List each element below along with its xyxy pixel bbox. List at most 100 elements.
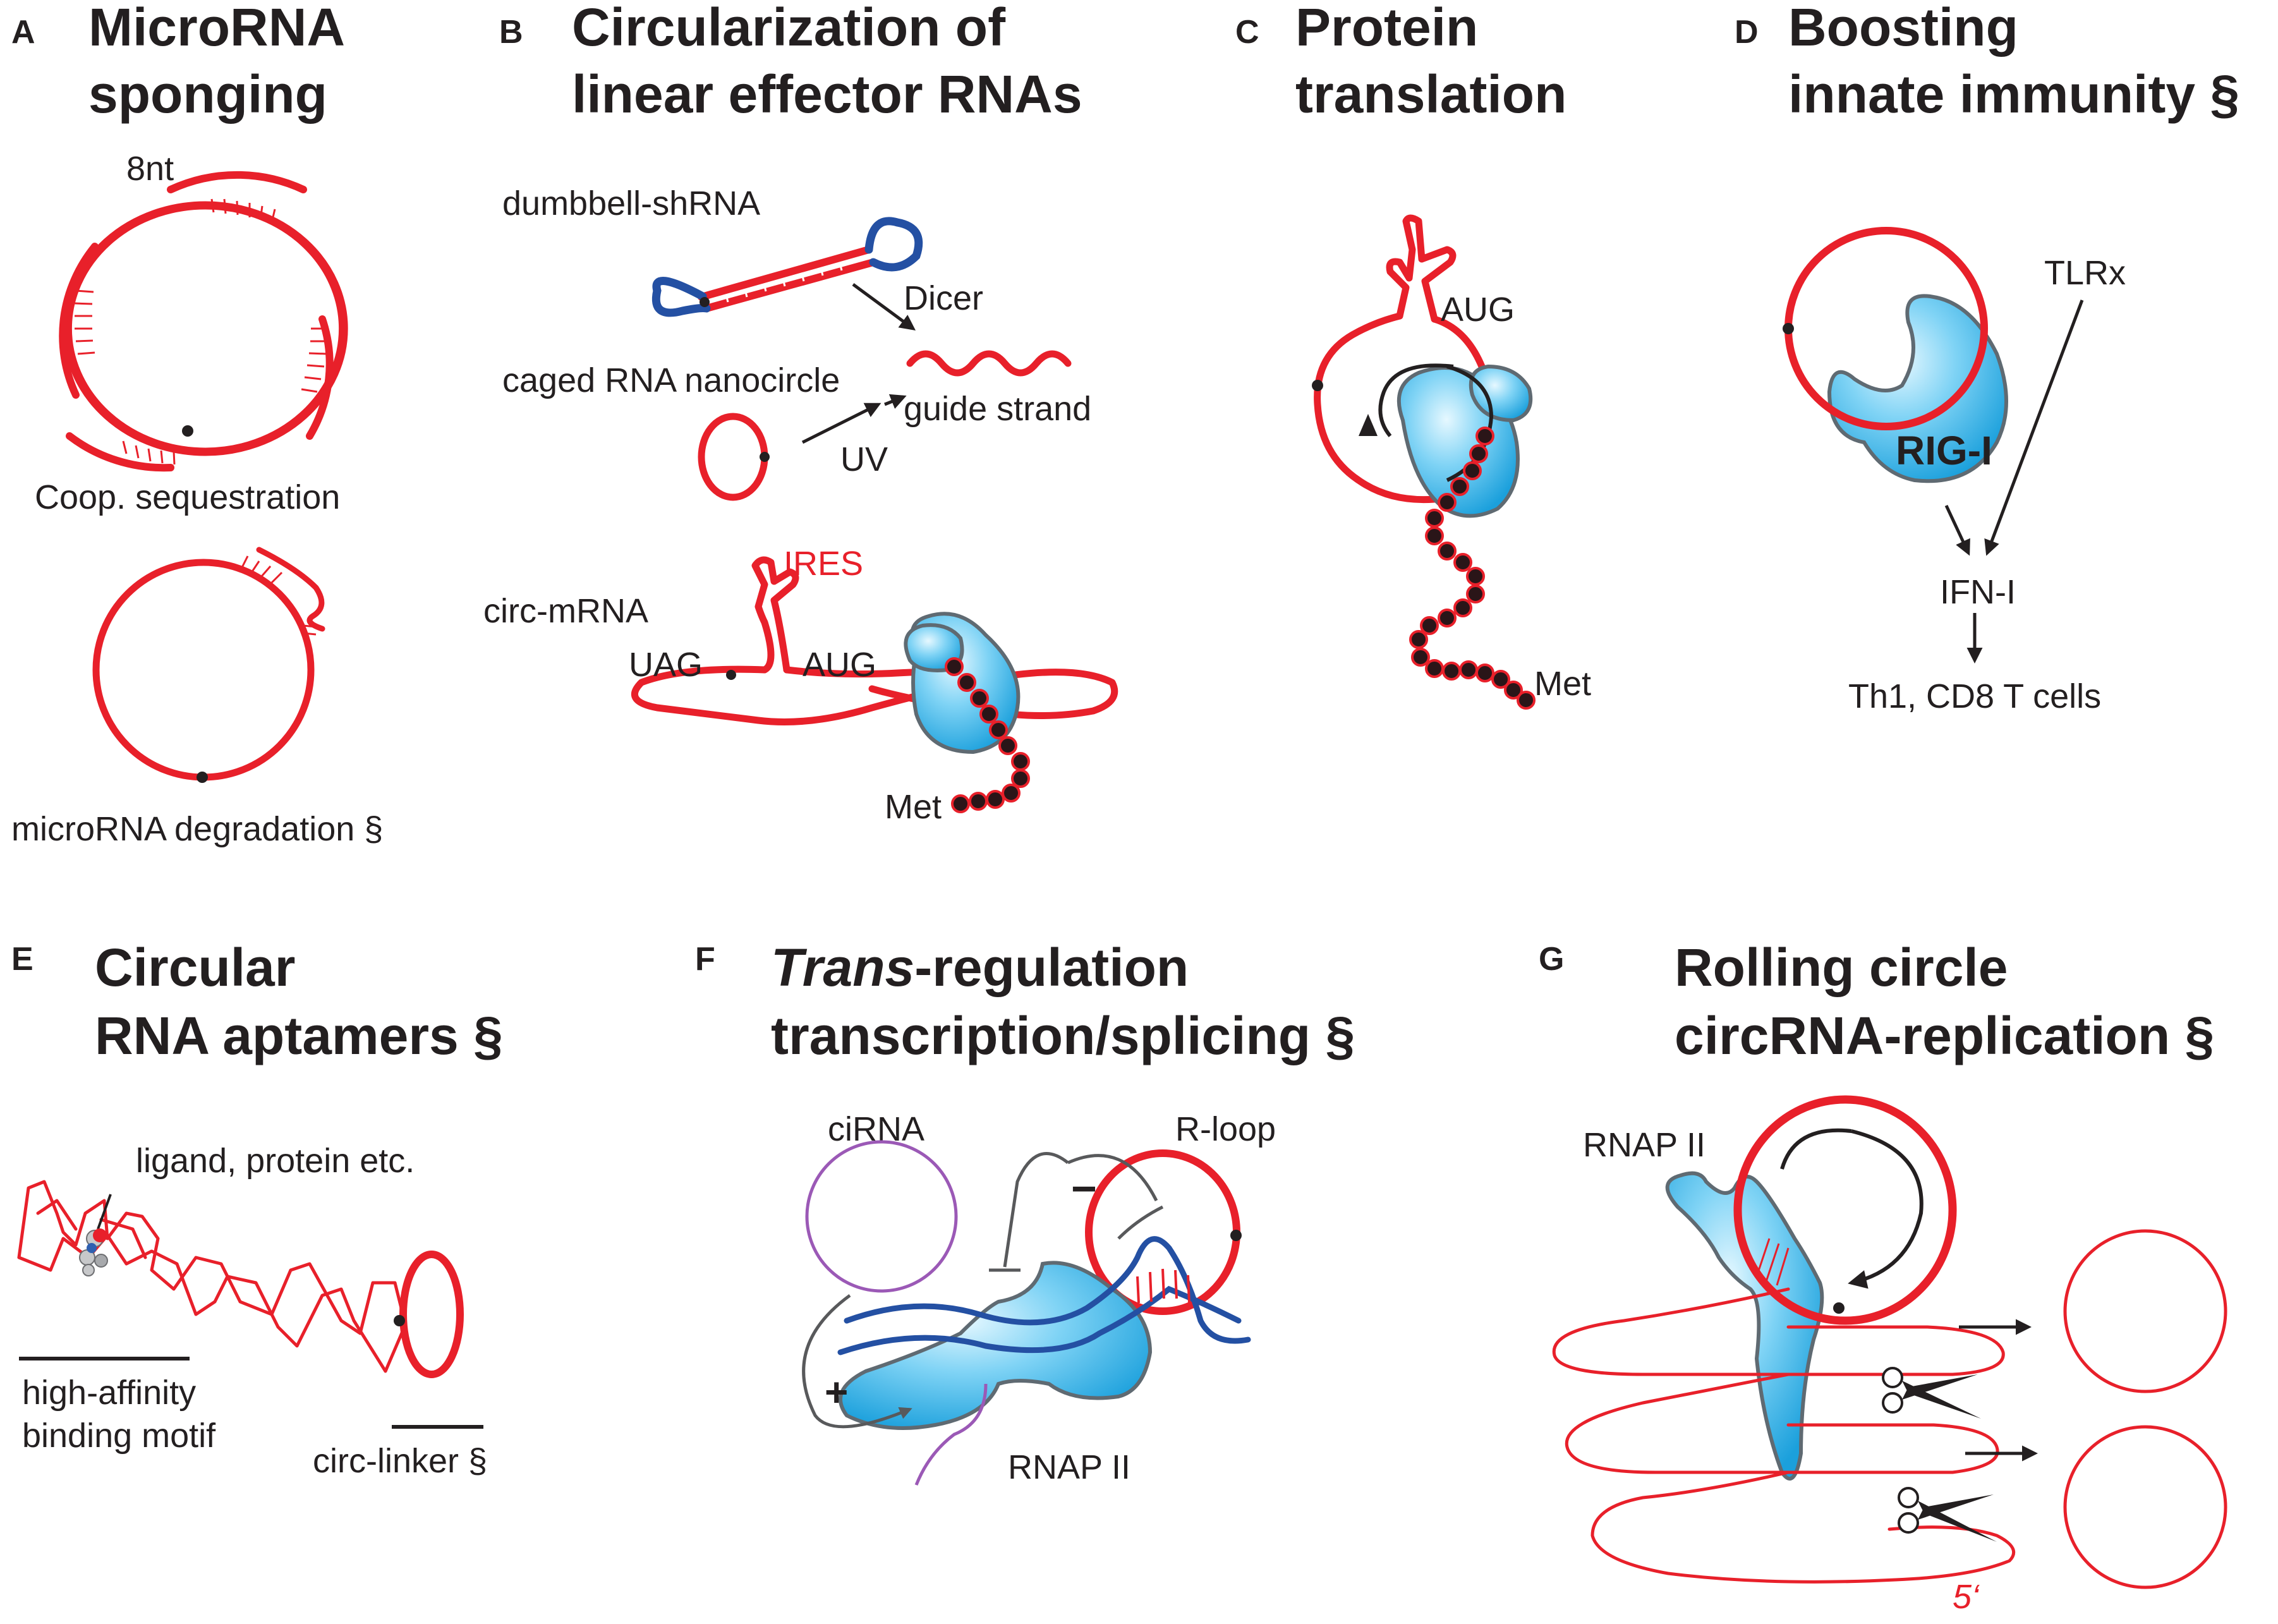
label-caged-rna-nanocircle: caged RNA nanocircle: [502, 361, 840, 399]
released-circrna: [2063, 1229, 2227, 1393]
label-motif-line1: high-affinity: [22, 1374, 196, 1412]
microrna-strand: [306, 315, 334, 440]
panel-b: B Circularization of linear effector RNA…: [483, 0, 1118, 826]
microrna-strand: [59, 243, 99, 399]
panel-c: C Protein translation AUG Met: [1235, 0, 1591, 710]
label-aug-c: AUG: [1441, 291, 1515, 329]
activation-arrow: [802, 1294, 912, 1429]
arrowhead: [1359, 414, 1378, 436]
label-circ-linker: circ-linker §: [313, 1442, 487, 1480]
panel-g-title-line1: Rolling circle: [1675, 938, 2008, 997]
microrna-strand: [256, 547, 325, 632]
circrna-degradation-ring: [92, 559, 315, 781]
panel-letter-b: B: [499, 14, 523, 51]
panel-a: A MicroRNA sponging 8nt Coop. sequestrat…: [11, 0, 383, 848]
base-pair-hatching: [74, 198, 329, 465]
dna-strand: [844, 1236, 1251, 1344]
rloop-base-pairs: [1136, 1268, 1190, 1304]
inhibition-line: [1003, 1152, 1164, 1268]
label-guide-strand: guide strand: [904, 390, 1091, 428]
rolling-transcript: [1552, 1287, 2005, 1376]
dumbbell-shrna: [651, 217, 923, 317]
guide-strand-wave: [906, 350, 1072, 377]
label-uag: UAG: [629, 646, 703, 684]
peptide-chain: [1409, 427, 1536, 710]
panel-f-title-line2: transcription/splicing §: [771, 1006, 1355, 1065]
arrow-icon: [1944, 504, 1970, 556]
label-rig-i: RIG-I: [1896, 428, 1992, 473]
panel-letter-g: G: [1539, 941, 1564, 978]
microrna-strand: [167, 171, 307, 193]
panel-e-title-line2: RNA aptamers §: [95, 1006, 503, 1065]
peptide-chain: [945, 657, 1030, 813]
arrow-icon: [801, 403, 882, 444]
backsplice-dot: [182, 425, 193, 437]
label-dumbbell-shrna: dumbbell-shRNA: [502, 185, 760, 222]
panel-e: E Circular RNA aptamers § ligand, protei…: [11, 938, 503, 1480]
label-rnap-ii-g: RNAP II: [1583, 1126, 1705, 1164]
rig-i-protein: [1827, 294, 2008, 483]
label-th1-cd8: Th1, CD8 T cells: [1848, 677, 2101, 715]
label-dicer: Dicer: [904, 279, 983, 317]
panel-b-title-line1: Circularization of: [572, 0, 1006, 57]
label-rnap-ii-f: RNAP II: [1008, 1448, 1130, 1486]
label-met-c: Met: [1534, 665, 1591, 703]
panel-c-title-line2: translation: [1295, 64, 1566, 124]
microrna-strand: [66, 432, 174, 472]
label-8nt: 8nt: [126, 150, 174, 188]
panel-f: F Trans-regulation transcription/splicin…: [695, 938, 1355, 1486]
caged-nanocircle: [698, 413, 768, 501]
label-ifn-i: IFN-I: [1940, 573, 2016, 611]
circrna-template: [1733, 1095, 1957, 1325]
panel-f-title-line1: Trans-regulation: [771, 938, 1189, 997]
panel-letter-e: E: [11, 941, 33, 978]
label-5-prime: 5‘: [1953, 1578, 1980, 1616]
label-coop-sequestration: Coop. sequestration: [35, 478, 340, 516]
panel-letter-f: F: [695, 941, 715, 978]
circrna-sponge-ring: [63, 201, 348, 456]
label-uv: UV: [840, 440, 888, 478]
released-circrna: [2063, 1425, 2227, 1589]
panel-d-title-line1: Boosting: [1788, 0, 2018, 57]
panel-a-title-line2: sponging: [88, 64, 327, 124]
panel-d-title-line2: innate immunity §: [1788, 64, 2239, 124]
panel-letter-d: D: [1735, 14, 1759, 51]
rolling-transcript: [1565, 1373, 1999, 1474]
label-plus: +: [825, 1369, 848, 1415]
panel-e-title-line1: Circular: [95, 938, 295, 997]
arrow-icon: [1984, 300, 2084, 556]
rolling-transcript: [1590, 1470, 2016, 1584]
label-tlrx: TLRx: [2044, 254, 2126, 292]
circ-linker-loop: [399, 1251, 464, 1378]
ribosome-small-subunit: [1469, 364, 1533, 423]
ligand-molecule: [79, 1194, 112, 1276]
label-r-loop: R-loop: [1175, 1110, 1276, 1148]
panel-c-title-line1: Protein: [1295, 0, 1478, 57]
arrow-icon: [852, 282, 916, 330]
label-minus: −: [1071, 1164, 1097, 1213]
label-aug: AUG: [803, 646, 876, 684]
rnap-ii-protein: [1665, 1171, 1824, 1481]
label-ligand: ligand, protein etc.: [136, 1142, 415, 1180]
panel-g: G Rolling circle circRNA-replication § R…: [1539, 938, 2227, 1616]
nascent-rna: [914, 1383, 988, 1486]
scissors-icon: [1898, 1487, 1997, 1542]
label-microrna-degradation: microRNA degradation §: [11, 810, 383, 848]
ires-stem-loop: [1386, 214, 1457, 323]
panel-g-title-line2: circRNA-replication §: [1675, 1006, 2214, 1065]
panel-a-title-line1: MicroRNA: [88, 0, 345, 57]
panel-d: D Boosting innate immunity § RIG-I TLRx …: [1735, 0, 2239, 715]
backsplice-dot: [197, 772, 208, 783]
scissors-icon: [1882, 1367, 1981, 1419]
label-met: Met: [885, 788, 942, 826]
circular-arrow-icon: [1378, 363, 1454, 437]
ribosome-small-subunit: [904, 623, 964, 672]
cirna-ring: [805, 1140, 958, 1293]
panel-b-title-line2: linear effector RNAs: [572, 64, 1082, 124]
panel-letter-c: C: [1235, 14, 1259, 51]
circ-mrna: [631, 556, 1118, 813]
arrow-icon: [884, 394, 907, 409]
circular-arrow-icon: [1848, 1129, 1924, 1289]
label-motif-line2: binding motif: [22, 1417, 216, 1455]
